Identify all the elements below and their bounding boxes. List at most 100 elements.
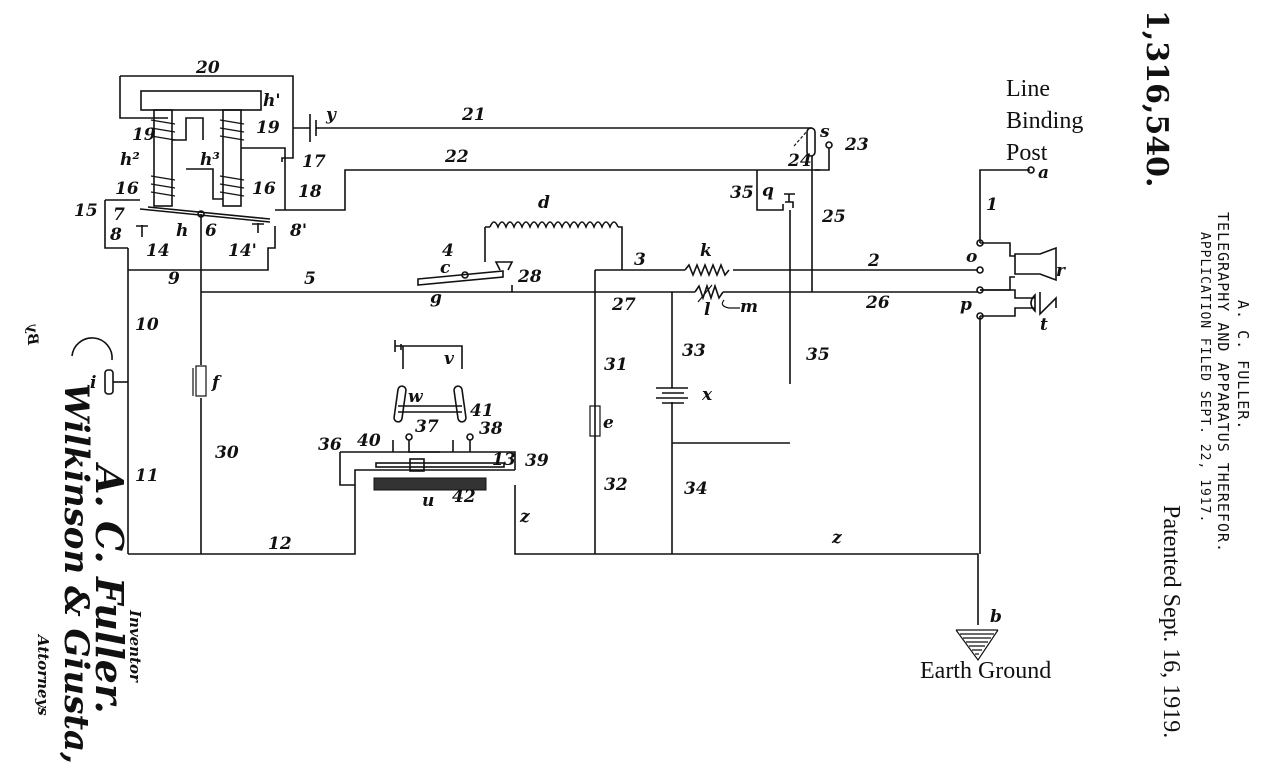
label-31: 31 (604, 355, 628, 375)
slider-42 (409, 458, 425, 472)
label-u: u (422, 491, 434, 511)
label-x: x (701, 385, 713, 405)
label-26: 26 (865, 293, 890, 313)
label-s: s (819, 122, 830, 142)
patent-application-filed: APPLICATION FILED SEPT. 22, 1917. (1197, 232, 1212, 524)
key-lever-c (417, 270, 504, 286)
coil-19-left (150, 119, 176, 197)
label-18: 18 (298, 182, 322, 202)
label-a: a (1038, 163, 1049, 183)
label-o: o (966, 247, 977, 267)
label-10: 10 (135, 315, 159, 335)
label-17: 17 (302, 152, 326, 172)
label-39: 39 (525, 451, 549, 471)
patent-date: Patented Sept. 16, 1919. (1158, 505, 1184, 739)
label-24: 24 (787, 151, 812, 171)
label-15: 15 (74, 201, 98, 221)
label-t: t (1040, 315, 1048, 335)
label-z-1: z (519, 507, 530, 527)
earth-ground-symbol (955, 629, 999, 662)
label-30: 30 (215, 443, 239, 463)
label-32: 32 (604, 475, 628, 495)
label-36: 36 (318, 435, 342, 455)
annotation-binding: Binding (1006, 108, 1083, 134)
label-h2: h² (120, 150, 140, 170)
label-12: 12 (268, 534, 292, 554)
label-v: v (444, 349, 455, 369)
receiver-r (1014, 246, 1057, 282)
label-3: 3 (634, 250, 646, 270)
label-27: 27 (611, 295, 636, 315)
label-p: p (960, 295, 972, 315)
label-y: y (325, 105, 337, 125)
patent-inventor-header: A. C. FULLER. (1234, 300, 1252, 431)
label-25: 25 (821, 207, 846, 227)
resistance-u (373, 477, 487, 491)
label-19-right: 19 (256, 118, 280, 138)
label-1: 1 (986, 195, 998, 215)
label-b: b (990, 607, 1002, 627)
label-19-left: 19 (132, 125, 156, 145)
rheostat-assembly (339, 340, 516, 491)
label-e: e (603, 413, 614, 433)
label-h1: h' (263, 91, 281, 111)
contact-14p (252, 223, 264, 233)
label-8: 8 (109, 225, 122, 245)
label-35-top: 35 (730, 183, 754, 203)
core-h3 (222, 109, 242, 207)
switch-s (806, 127, 816, 157)
battery-y (309, 114, 317, 142)
circuit-diagram (71, 75, 1057, 662)
key-i (71, 337, 128, 395)
label-37: 37 (415, 417, 439, 437)
armature-lever-h (139, 208, 271, 223)
label-f: f (211, 373, 222, 393)
annotation-line: Line (1006, 76, 1050, 102)
relay-magnet (104, 75, 820, 554)
label-33: 33 (682, 341, 706, 361)
patent-number: 1,316,540. (1139, 10, 1174, 188)
annotation-post: Post (1006, 140, 1048, 166)
label-7: 7 (113, 205, 125, 225)
contact-14 (136, 225, 148, 237)
coil-19-right (219, 119, 245, 197)
label-r: r (1056, 261, 1066, 281)
label-2: 2 (867, 251, 880, 271)
label-14: 14 (146, 241, 170, 261)
label-11: 11 (135, 466, 159, 486)
binding-post-a (1027, 166, 1035, 174)
label-d: d (538, 193, 550, 213)
label-layer: 20 h' h² h³ 19 19 16 16 15 7 8 8' 6 h 14… (74, 58, 1083, 684)
by-label: By (24, 325, 40, 345)
label-z-2: z (831, 528, 842, 548)
condenser-e (589, 405, 601, 437)
label-38: 38 (479, 419, 503, 439)
label-20: 20 (195, 58, 220, 78)
coil-d (484, 221, 623, 270)
label-16-left: 16 (115, 179, 139, 199)
label-13: 13 (492, 450, 516, 470)
label-28: 28 (517, 267, 542, 287)
label-23: 23 (844, 135, 869, 155)
battery-x (656, 387, 688, 404)
label-h3: h³ (200, 150, 220, 170)
label-q: q (762, 181, 774, 201)
armature-yoke-h1 (140, 90, 262, 111)
patent-title: TELEGRAPHY AND APPARATUS THEREFOR. (1214, 212, 1232, 554)
inventor-label: Inventor (126, 610, 144, 682)
label-l: l (704, 300, 711, 320)
transmitter-t (980, 289, 1057, 317)
label-4: 4 (442, 241, 454, 261)
label-40: 40 (357, 431, 381, 451)
label-k: k (700, 241, 712, 261)
label-22: 22 (444, 147, 469, 167)
label-h: h (176, 221, 188, 241)
attorneys-label: Attorneys (34, 635, 52, 716)
label-16-right: 16 (252, 179, 276, 199)
label-21: 21 (461, 105, 486, 125)
key-q (784, 193, 795, 208)
label-41: 41 (470, 401, 494, 421)
condenser-f (195, 365, 207, 397)
label-6: 6 (205, 221, 217, 241)
label-i: i (90, 373, 96, 393)
